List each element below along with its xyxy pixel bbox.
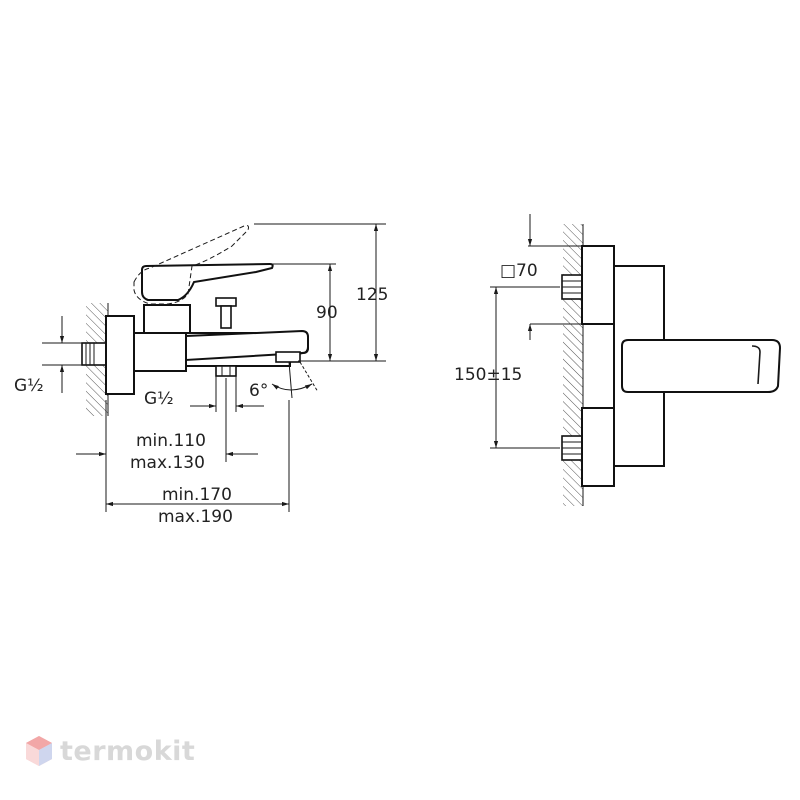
dim-height-lever: 90 bbox=[316, 303, 338, 323]
dim-height-total: 125 bbox=[356, 285, 388, 305]
dim-outer-min: min.170 bbox=[162, 485, 232, 505]
label-flange-size: □70 bbox=[500, 261, 538, 281]
lower-flange bbox=[581, 407, 615, 487]
front-view: □70 150±15 bbox=[454, 214, 782, 506]
diverter-stem bbox=[220, 305, 232, 329]
upper-flange bbox=[581, 245, 615, 325]
outlet-stub bbox=[215, 365, 237, 377]
inlet-stub bbox=[81, 342, 107, 366]
label-spout-angle: 6° bbox=[249, 381, 268, 401]
front-wall-hatch bbox=[563, 224, 583, 506]
dim-inner-max: max.130 bbox=[130, 453, 205, 473]
diverter-knob bbox=[215, 297, 237, 307]
upper-pipe-stub bbox=[561, 274, 583, 300]
watermark: termokit bbox=[24, 734, 195, 768]
watermark-text: termokit bbox=[60, 735, 196, 767]
label-outlet-thread: G½ bbox=[144, 389, 174, 409]
cartridge-housing bbox=[143, 304, 191, 334]
dim-outer-max: max.190 bbox=[158, 507, 233, 527]
dim-inlet-spacing: 150±15 bbox=[454, 365, 522, 385]
side-flange bbox=[105, 315, 135, 395]
aerator bbox=[275, 351, 301, 363]
hexagon-cube-icon bbox=[26, 736, 52, 766]
mixer-body bbox=[133, 332, 187, 372]
lever-closed bbox=[141, 262, 274, 301]
lever-front bbox=[621, 339, 782, 393]
dim-inner-min: min.110 bbox=[136, 431, 206, 451]
side-view: 125 90 G½ G½ 6° min.110 max.130 min.170 bbox=[14, 223, 388, 527]
lower-pipe-stub bbox=[561, 435, 583, 461]
lever-open-outline bbox=[133, 225, 249, 305]
label-inlet-thread: G½ bbox=[14, 376, 44, 396]
